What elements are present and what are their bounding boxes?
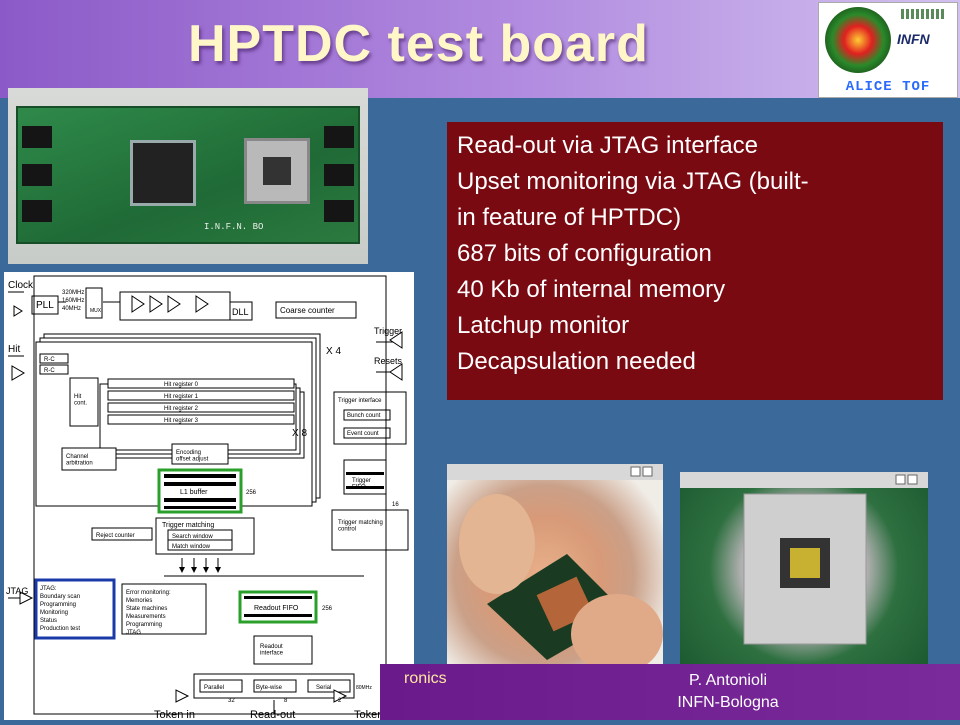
jtag-line: Production test [40,626,80,632]
label-rc: R-C [44,368,55,374]
jtag-line: JTAG: [40,586,57,592]
socket-illustration [680,472,928,645]
jtag-line: Monitoring [40,610,68,616]
label-resets: Resets [374,356,403,366]
label-readout-fifo: Readout FIFO [254,605,299,612]
feature-item: Read-out via JTAG interface [457,132,759,159]
error-line: State machines [126,606,167,612]
hptdc-block-diagram: Clock 320MHz 160MHz 40MHz PLL MUX DLL Co… [6,275,409,721]
label-clock: Clock [8,280,34,291]
board-label: I.N.F.N. BO [204,222,264,232]
label-32: 32 [228,698,235,704]
label-trigger: Trigger [374,326,402,336]
infn-bars-icon [901,9,945,19]
label-8: 8 [284,698,288,704]
alice-tof-logo: INFN ALICE TOF [818,2,958,98]
feature-item: Upset monitoring via JTAG (built- in fea… [457,168,809,231]
label-pll: PLL [36,300,54,311]
hptdc-socket [244,138,310,204]
error-line: Error monitoring: [126,590,171,596]
label-freq: 40MHz [62,306,81,312]
feature-item: 687 bits of configuration [457,240,712,267]
label-readout: Read-out [250,709,295,720]
label-coarse-counter: Coarse counter [280,306,335,315]
logo-tag: ALICE TOF [845,79,931,95]
label-2: 2 [338,698,342,704]
label-16: 16 [392,502,399,508]
label-freq: 160MHz [62,298,84,304]
label-match-window: Match window [172,544,211,550]
board-photo: I.N.F.N. BO [8,88,368,264]
footer-left-text: ronics [404,670,447,687]
label-serial: Serial [316,685,331,691]
socket-photo [680,472,928,666]
label-trigger-interface: Trigger interface [338,398,382,404]
jtag-line: Programming [40,602,76,608]
label-l1-buffer: L1 buffer [180,489,208,496]
label-bytewise: Byte-wise [256,685,283,691]
jtag-line: Boundary scan [40,594,80,600]
label-x8: X 8 [292,428,307,439]
connector-icon [22,126,52,148]
label-hit-register: Hit register 1 [164,394,199,400]
connector-icon [22,164,52,186]
label-256: 256 [246,490,257,496]
decapsulation-photo [447,464,663,666]
label-hit-register: Hit register 2 [164,406,199,412]
footer-bar: ronics P. Antonioli INFN-Bologna [380,664,960,720]
label-hit: Hit [8,344,20,355]
label-hit-register: Hit register 0 [164,382,199,388]
label-256: 256 [322,606,333,612]
fpga-chip [130,140,196,206]
author-name: P. Antonioli [689,672,767,689]
page-title: HPTDC test board [188,15,649,73]
footer-author: P. Antonioli INFN-Bologna [618,670,838,714]
label-event-count: Event count [347,431,379,437]
label-dll: DLL [232,307,249,317]
label-rc: R-C [44,357,55,363]
error-line: Memories [126,598,152,604]
connector-icon [22,200,52,222]
feature-list: Read-out via JTAG interface Upset monito… [447,122,943,400]
label-freq: 320MHz [62,290,84,296]
label-mux: MUX [90,308,102,314]
label-hit-register: Hit register 3 [164,418,199,424]
error-line: Measurements [126,614,166,620]
label-token-in: Token in [154,709,195,720]
label-bunch-count: Bunch count [347,413,381,419]
error-line: Programming [126,622,162,628]
label-trigger-matching: Trigger matching [162,522,214,529]
feature-item: Latchup monitor [457,312,630,339]
particle-burst-icon [825,7,891,73]
feature-item: 40 Kb of internal memory [457,276,726,303]
logo-org: INFN [897,31,930,47]
label-jtag: JTAG [6,586,28,596]
label-search-window: Search window [172,534,213,540]
label-reject-counter: Reject counter [96,533,135,539]
decapsulation-illustration [447,464,663,666]
jtag-line: Status [40,618,57,624]
label-parallel: Parallel [204,685,224,691]
connector-icon [324,164,354,186]
error-line: JTAG [126,630,141,636]
pcb: I.N.F.N. BO [16,106,360,244]
feature-item: Decapsulation needed [457,348,696,375]
label-80mhz: 80MHz [356,685,372,691]
author-org: INFN-Bologna [677,694,779,711]
label-x4: X 4 [326,346,341,357]
connector-icon [324,126,354,148]
connector-icon [324,200,354,222]
block-diagram: Clock 320MHz 160MHz 40MHz PLL MUX DLL Co… [4,272,414,721]
title-bar [0,0,960,98]
